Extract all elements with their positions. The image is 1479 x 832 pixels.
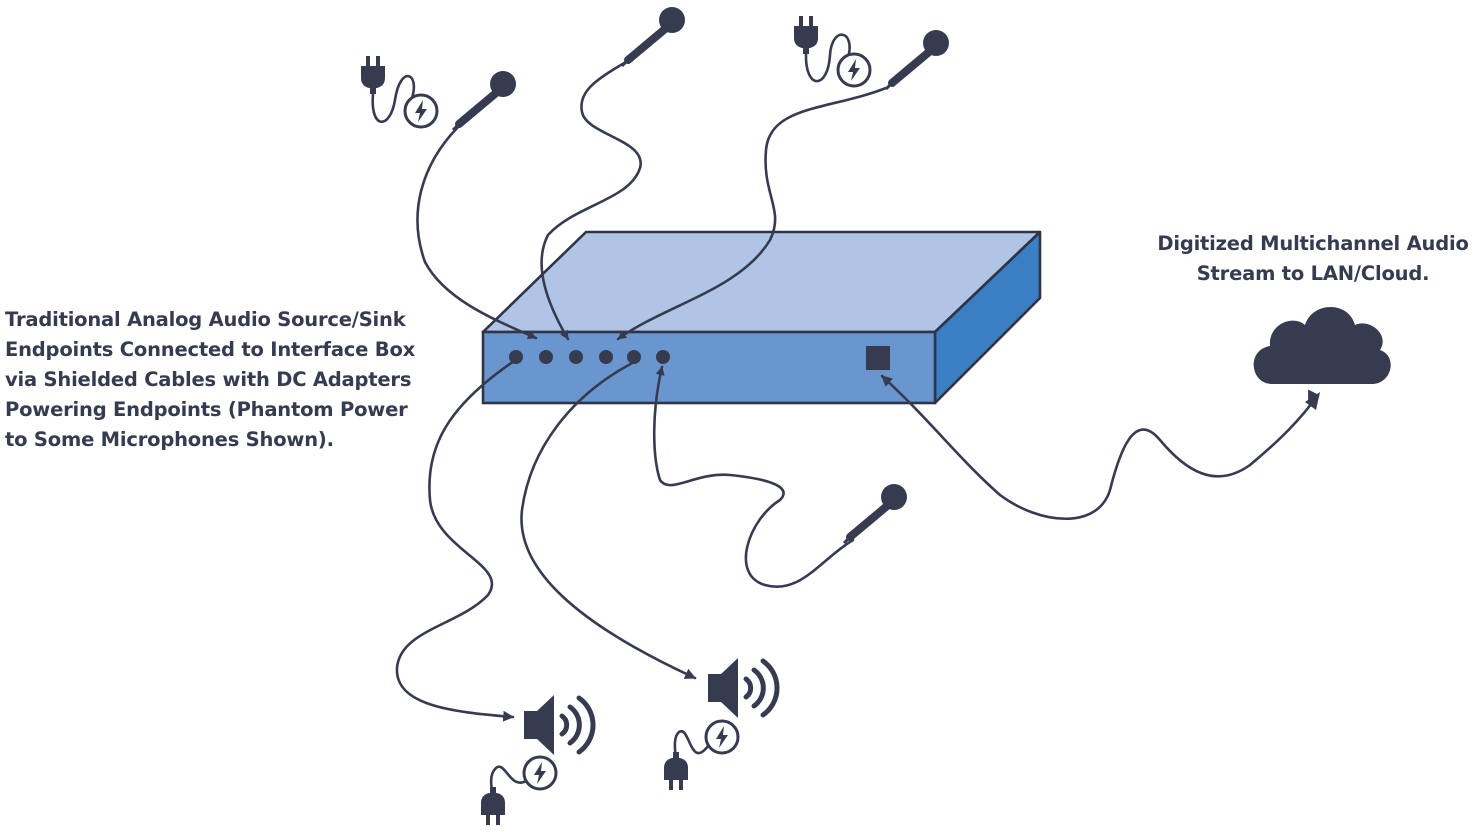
speaker-icon bbox=[524, 695, 593, 755]
cable-speaker-1 bbox=[395, 359, 516, 722]
endpoints-description-line: Endpoints Connected to Interface Box bbox=[5, 338, 416, 361]
cable-speaker-2 bbox=[520, 359, 697, 680]
lightning-bolt-icon bbox=[522, 755, 558, 791]
endpoints-description-line: to Some Microphones Shown). bbox=[5, 428, 334, 451]
lightning-bolt-icon bbox=[704, 719, 740, 755]
power-adapter-1 bbox=[361, 56, 439, 129]
interface-box-front bbox=[481, 330, 937, 405]
microphone-icon bbox=[886, 30, 949, 89]
audio-jack-icon[interactable] bbox=[627, 350, 641, 364]
endpoints-description-line: Traditional Analog Audio Source/Sink bbox=[5, 308, 406, 331]
audio-jack-icon[interactable] bbox=[569, 350, 583, 364]
cable-mic-2 bbox=[540, 60, 642, 341]
power-plug-icon bbox=[481, 787, 505, 825]
arrow-to-cloud bbox=[1305, 392, 1320, 410]
endpoints-description-line: Powering Endpoints (Phantom Power bbox=[5, 398, 408, 421]
power-adapter-4 bbox=[664, 719, 740, 790]
audio-jack-icon[interactable] bbox=[599, 350, 613, 364]
microphone-icon bbox=[453, 71, 516, 130]
cable-network bbox=[880, 374, 1320, 520]
cable-mic-1 bbox=[416, 123, 538, 340]
cloud-stream-description: Digitized Multichannel Audio Stream to L… bbox=[1148, 229, 1478, 289]
cloud-stream-description-line: Stream to LAN/Cloud. bbox=[1196, 262, 1430, 285]
cloud-stream-description-line: Digitized Multichannel Audio bbox=[1157, 232, 1469, 255]
microphone-icon bbox=[622, 7, 685, 66]
microphone-icon bbox=[844, 484, 907, 543]
interface-box bbox=[481, 230, 1042, 405]
lightning-bolt-icon bbox=[403, 93, 439, 129]
power-plug-icon bbox=[361, 56, 385, 94]
lightning-bolt-icon bbox=[836, 52, 872, 88]
power-plug-icon bbox=[664, 752, 688, 790]
speaker-icon bbox=[708, 658, 777, 718]
endpoints-description: Traditional Analog Audio Source/Sink End… bbox=[5, 305, 455, 455]
cable-mic-4 bbox=[652, 365, 855, 588]
audio-jack-icon[interactable] bbox=[539, 350, 553, 364]
power-adapter-2 bbox=[794, 16, 872, 88]
endpoints-description-line: via Shielded Cables with DC Adapters bbox=[5, 368, 412, 391]
cloud-icon bbox=[1253, 306, 1391, 384]
network-port-icon[interactable] bbox=[866, 346, 890, 370]
power-plug-icon bbox=[794, 16, 818, 54]
audio-jack-icon[interactable] bbox=[656, 350, 670, 364]
cables bbox=[395, 60, 1320, 722]
power-adapter-3 bbox=[481, 755, 558, 825]
cable-mic-3 bbox=[616, 86, 888, 341]
